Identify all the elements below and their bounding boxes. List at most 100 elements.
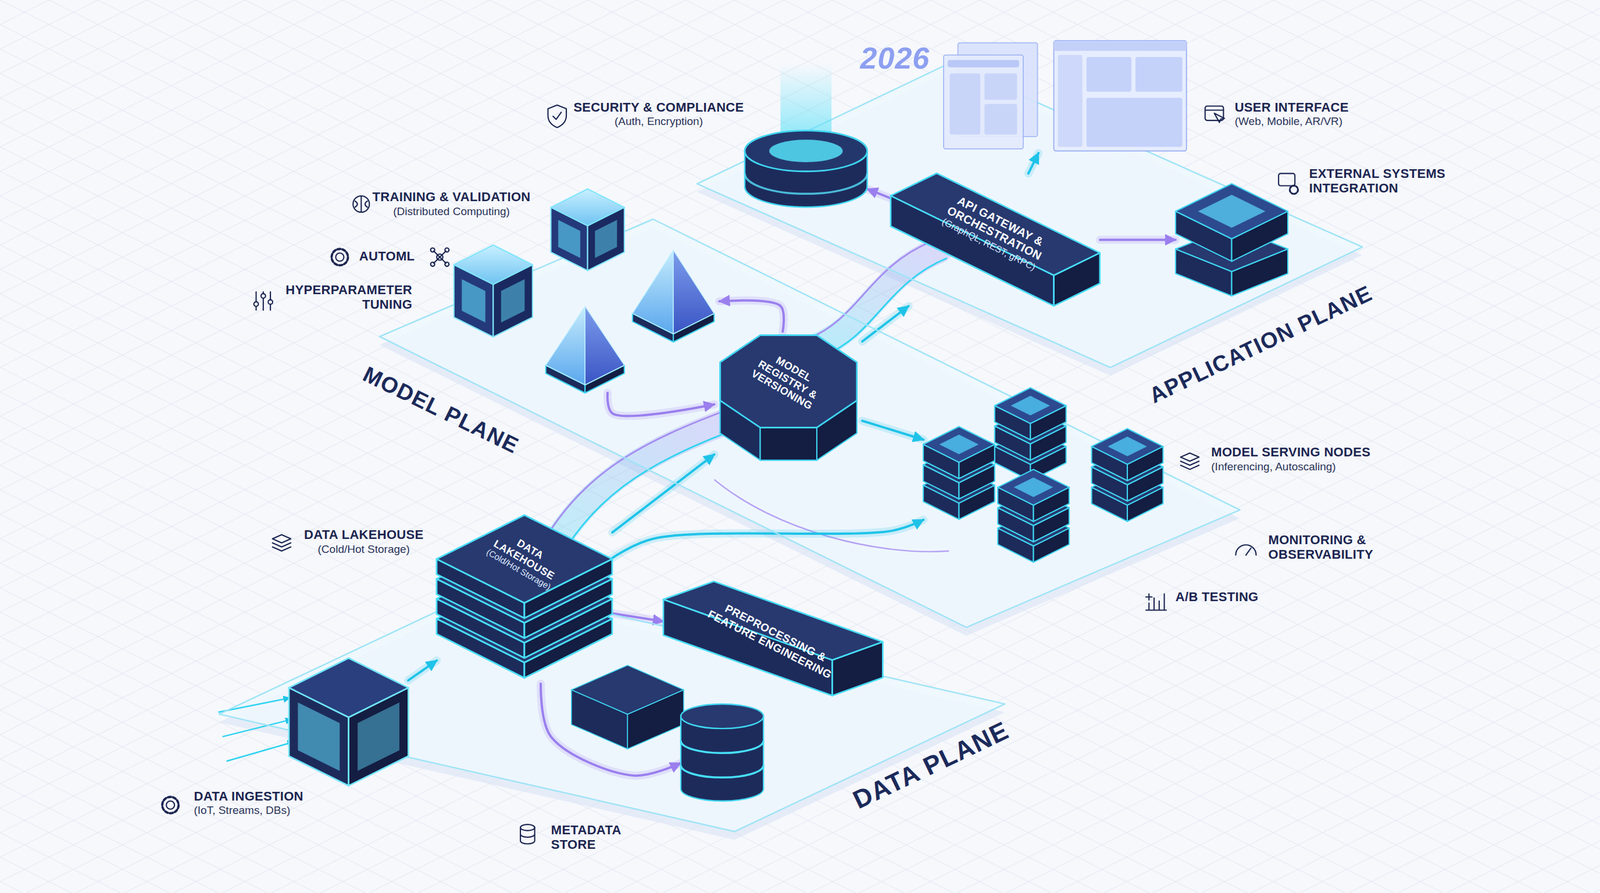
shield-icon (547, 105, 567, 128)
cube-glow (501, 279, 525, 323)
gear-icon (331, 248, 348, 266)
connector-line (408, 660, 437, 681)
user-interface-screens-shape (943, 40, 1189, 153)
component-title: AUTOML (359, 248, 416, 264)
screen-block (1086, 56, 1132, 92)
pyramid-face (632, 250, 674, 334)
security-cylinder-shape (744, 120, 868, 210)
connector-line (862, 306, 909, 342)
ingest-arrow (226, 741, 295, 762)
component-subtitle: (Inferencing, Autoscaling) (1211, 459, 1371, 474)
flow-line (543, 410, 727, 544)
text-group: TRAINING & VALIDATION(Distributed Comput… (372, 189, 531, 219)
screen-window (1054, 40, 1187, 152)
server-screen (1197, 194, 1266, 228)
screen-block (1086, 97, 1183, 147)
data-flow-connector (862, 420, 924, 441)
layers-icon (272, 534, 292, 552)
text-group: DATA PLANE (848, 716, 1013, 815)
plane-outline (379, 219, 1241, 628)
screen-block (1135, 56, 1183, 92)
data-flow-connector (408, 660, 437, 681)
box-top (923, 426, 995, 463)
shape-group (744, 64, 868, 208)
component-title: DATA INGESTION (193, 788, 303, 804)
brain-icon (352, 195, 370, 213)
external-server-shape (1175, 183, 1288, 296)
component-subtitle: (Web, Mobile, AR/VR) (1234, 114, 1349, 129)
box-top (1091, 428, 1164, 464)
pyramid-face (545, 306, 586, 385)
text-group: AUTOML (359, 248, 416, 264)
database-icon (520, 824, 535, 831)
pyramid-face (585, 306, 625, 385)
cube-glow (558, 219, 581, 258)
cube-glow (297, 702, 340, 771)
flow-line (808, 241, 931, 339)
shape-group (379, 219, 1241, 628)
connector-glow (862, 306, 909, 342)
metadata-cylinder: METADATA STORE (680, 704, 764, 802)
component-subtitle: (IoT, Streams, DBs) (193, 803, 303, 818)
component-title: A/B TESTING (1175, 589, 1259, 605)
connector-glow (612, 519, 924, 559)
connector-line (612, 519, 924, 559)
box-top (994, 387, 1067, 424)
component-title: SECURITY & COMPLIANCE (573, 100, 744, 115)
flow-line (824, 258, 948, 356)
data-flow-connector (719, 300, 784, 332)
connector-glow (867, 188, 891, 199)
text-group: USER INTERFACE(Web, Mobile, AR/VR) (1234, 100, 1349, 129)
drone-icon (433, 251, 446, 264)
box-top (454, 244, 533, 285)
gear-icon (166, 801, 175, 810)
data-flow-connector (867, 188, 891, 199)
text-group: MODEL SERVING NODES(Inferencing, Autosca… (1211, 444, 1371, 474)
connector-glow (1028, 152, 1039, 174)
cylinder-band (680, 740, 764, 753)
octagon-top (719, 335, 857, 428)
text-group: A/B TESTING (1175, 589, 1259, 605)
text-group: MONITORING & OBSERVABILITY (1268, 532, 1414, 563)
data-flow-connector (612, 454, 715, 533)
shape-group (454, 188, 715, 394)
cube-glow (357, 702, 400, 771)
connector-line (607, 393, 715, 417)
drone-icon (444, 247, 449, 252)
data-plane: DATA PLANEDATA INGESTION(IoT, Streams, D… (219, 586, 1005, 832)
external-icon (1289, 185, 1298, 194)
text-group: EXTERNAL SYSTEMS INTEGRATION (1309, 166, 1484, 196)
shape-group (663, 581, 883, 696)
ingestion-cube: DATA INGESTION(IoT, Streams, DBs) (288, 658, 409, 786)
gear-icon (162, 797, 179, 814)
data-flow-connector (862, 306, 909, 342)
brain-icon (355, 195, 368, 213)
screen-bar (947, 60, 1020, 68)
connector-line (1028, 152, 1039, 174)
component-title: MODEL SERVING NODES (1211, 444, 1371, 460)
component-title: USER INTERFACE (1234, 100, 1349, 115)
screen-panel (943, 55, 1024, 149)
component-title: METADATA STORE (551, 822, 639, 853)
data-lakehouse-stack: DATA LAKEHOUSE(Cold/Hot Storage)DATA LAK… (436, 515, 613, 684)
data-flow-connector (612, 519, 924, 559)
component-subtitle: (Distributed Computing) (372, 204, 531, 219)
cylinder-band (680, 765, 764, 778)
text-group: SECURITY & COMPLIANCE(Auth, Encryption) (573, 100, 744, 129)
screen-block (984, 104, 1018, 135)
connector-glow (612, 454, 715, 533)
sliders-icon (268, 300, 273, 305)
screen-block (984, 73, 1018, 100)
connector-line (867, 188, 891, 199)
database-icon (520, 827, 535, 844)
server-screen (939, 434, 980, 455)
connector-line (719, 300, 784, 332)
training-cluster: TRAINING & VALIDATION(Distributed Comput… (448, 188, 720, 394)
external-icon (1278, 173, 1295, 186)
component-title: EXTERNAL SYSTEMS INTEGRATION (1309, 166, 1484, 196)
data-flow-connector (607, 393, 715, 417)
application-plane: APPLICATION PLANESECURITY & COMPLIANCE(A… (697, 63, 1363, 368)
external-server: EXTERNAL SYSTEMS INTEGRATION (1175, 183, 1288, 296)
